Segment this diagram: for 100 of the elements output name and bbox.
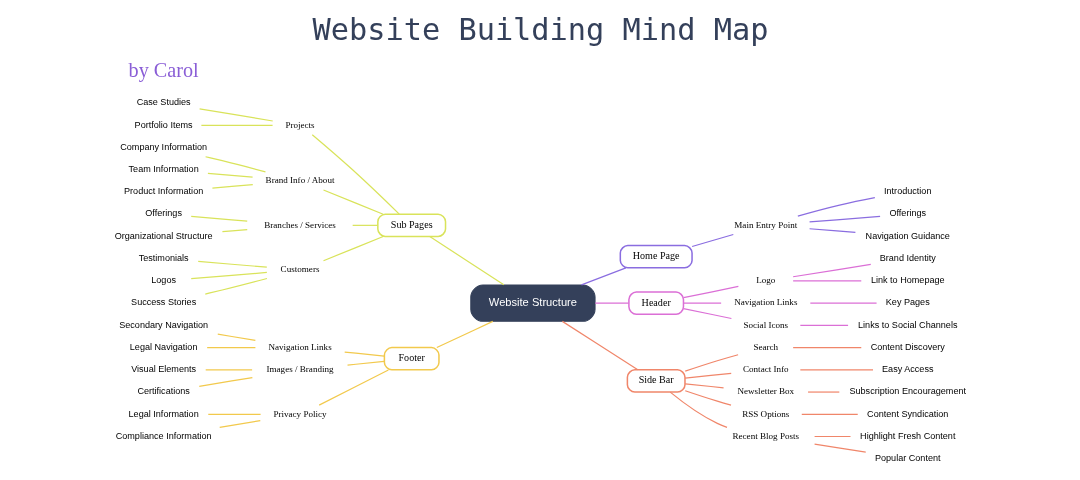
connector bbox=[197, 260, 267, 268]
node-text: Links to Social Channels bbox=[857, 319, 957, 330]
node-text: Logo bbox=[755, 275, 775, 286]
node-text: Newsletter Box bbox=[736, 386, 794, 397]
connector bbox=[792, 280, 862, 282]
connector bbox=[322, 235, 384, 262]
node-text: Search bbox=[752, 341, 778, 352]
node-text: Content Discovery bbox=[870, 341, 945, 352]
connector bbox=[682, 302, 722, 304]
node-text: Portfolio Items bbox=[134, 119, 193, 130]
node-text: Contact Info bbox=[742, 364, 789, 375]
connector bbox=[190, 215, 248, 222]
node-text: Testimonials bbox=[138, 252, 189, 263]
node-text: Compliance Information bbox=[115, 430, 212, 441]
node-text: Popular Content bbox=[874, 452, 941, 463]
node-text: Legal Navigation bbox=[129, 341, 197, 352]
connector bbox=[190, 271, 267, 280]
diagram-title: Website Building Mind Map bbox=[311, 12, 769, 48]
connector bbox=[346, 360, 385, 366]
connector bbox=[311, 134, 400, 215]
connector bbox=[322, 189, 384, 215]
node-text: Images / Branding bbox=[266, 364, 334, 375]
node-text: Introduction bbox=[883, 186, 931, 197]
connector bbox=[684, 383, 724, 389]
connector bbox=[218, 420, 261, 428]
connector bbox=[204, 156, 266, 173]
connector bbox=[682, 307, 732, 320]
connector bbox=[813, 443, 866, 453]
node-box: Sub Pages bbox=[376, 213, 446, 238]
node-text: Product Information bbox=[123, 186, 203, 197]
connector bbox=[207, 413, 261, 415]
node-text: Success Stories bbox=[130, 297, 196, 308]
connector bbox=[792, 263, 871, 278]
connector bbox=[216, 333, 256, 341]
node-text: Privacy Policy bbox=[272, 408, 327, 419]
node-text: Case Studies bbox=[136, 97, 191, 108]
connector bbox=[204, 369, 253, 371]
label: by Carol bbox=[128, 58, 199, 81]
node-text: Social Icons bbox=[742, 319, 788, 330]
connector bbox=[594, 302, 629, 304]
node-box: Home Page bbox=[619, 244, 693, 269]
node-text: Legal Information bbox=[128, 408, 199, 419]
connector bbox=[221, 229, 248, 233]
connector bbox=[198, 108, 273, 122]
node-text: Company Information bbox=[119, 141, 207, 152]
node-box: Header bbox=[627, 291, 684, 315]
connector bbox=[809, 302, 877, 304]
node-text: Branches / Services bbox=[263, 219, 336, 230]
node-box: Website Structure bbox=[469, 284, 596, 322]
connector bbox=[204, 277, 268, 295]
connector bbox=[318, 369, 389, 406]
node-text: Highlight Fresh Content bbox=[859, 430, 955, 441]
connector bbox=[808, 215, 881, 223]
connector bbox=[684, 372, 732, 379]
connector bbox=[808, 228, 856, 233]
node-box: Side Bar bbox=[626, 369, 686, 393]
node-text: Brand Info / About bbox=[265, 175, 334, 186]
node-text: Visual Elements bbox=[130, 364, 196, 375]
connector bbox=[435, 320, 493, 349]
node-text: Easy Access bbox=[881, 364, 933, 375]
connector bbox=[198, 376, 253, 387]
connector bbox=[691, 233, 734, 248]
node-text: Secondary Navigation bbox=[118, 319, 208, 330]
connector bbox=[580, 267, 627, 286]
connector bbox=[806, 391, 840, 393]
node-text: Link to Homepage bbox=[870, 275, 945, 286]
connector bbox=[428, 235, 504, 286]
connector bbox=[206, 347, 256, 349]
connector bbox=[206, 172, 253, 178]
node-text: Recent Blog Posts bbox=[732, 430, 799, 441]
node-box: Footer bbox=[383, 346, 440, 371]
node-text: Offerings bbox=[144, 208, 182, 219]
connector bbox=[211, 184, 253, 189]
node-text: Logos bbox=[150, 275, 176, 286]
connector bbox=[796, 197, 875, 217]
node-text: Projects bbox=[284, 119, 315, 130]
connector bbox=[684, 390, 732, 406]
connector bbox=[792, 347, 862, 349]
node-text: Key Pages bbox=[885, 297, 930, 308]
node-text: Brand Identity bbox=[879, 252, 936, 263]
connector bbox=[669, 391, 728, 428]
connector bbox=[561, 320, 638, 371]
node-text: Offerings bbox=[888, 208, 926, 219]
node-text: Main Entry Point bbox=[733, 219, 797, 230]
node-text: Certifications bbox=[136, 386, 190, 397]
node-text: Team Information bbox=[128, 164, 199, 174]
connector bbox=[351, 224, 378, 226]
connector bbox=[682, 285, 739, 299]
node-text: Organizational Structure bbox=[114, 230, 213, 241]
node-text: Navigation Guidance bbox=[865, 230, 950, 241]
connector bbox=[800, 413, 858, 415]
connector bbox=[343, 351, 385, 357]
connector bbox=[813, 435, 851, 438]
node-text: RSS Options bbox=[741, 408, 789, 419]
node-text: Subscription Encouragement bbox=[848, 386, 966, 397]
connector bbox=[799, 324, 849, 326]
node-text: Content Syndication bbox=[866, 408, 948, 419]
connector bbox=[200, 124, 273, 126]
node-text: Navigation Links bbox=[267, 341, 332, 352]
node-text: Customers bbox=[280, 264, 319, 275]
